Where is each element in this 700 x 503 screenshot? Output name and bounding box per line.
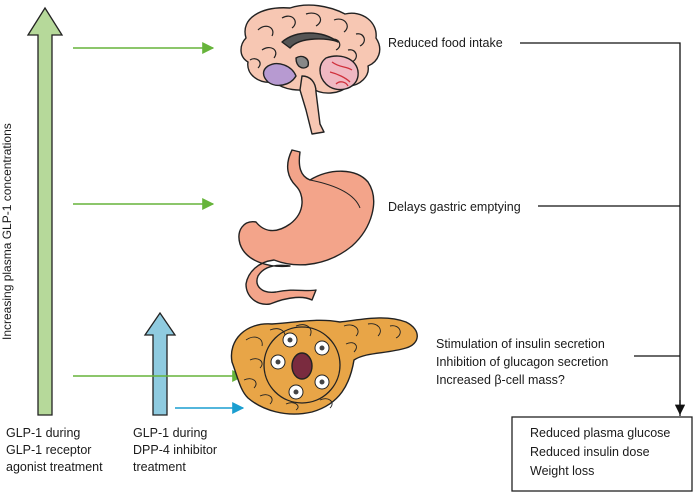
axis-label: Increasing plasma GLP-1 concentrations: [0, 123, 14, 340]
agonist-label-3: agonist treatment: [6, 460, 103, 474]
brain-illustration: [240, 4, 381, 135]
effect-pancreas-3: Increased β-cell mass?: [436, 373, 565, 387]
outcome-2: Reduced insulin dose: [530, 445, 650, 459]
effect-pancreas-1: Stimulation of insulin secretion: [436, 337, 605, 351]
glp1-agonist-arrow: [26, 6, 64, 416]
outcome-1: Reduced plasma glucose: [530, 426, 670, 440]
effect-pancreas-2: Inhibition of glucagon secretion: [436, 355, 608, 369]
dpp4-label-1: GLP-1 during: [133, 426, 207, 440]
agonist-label-2: GLP-1 receptor: [6, 443, 91, 457]
connector-lines: [520, 42, 686, 416]
stomach-illustration: [238, 149, 375, 305]
dpp4-label-3: treatment: [133, 460, 186, 474]
outcome-box: [511, 416, 693, 492]
dpp4-inhibitor-arrow: [143, 311, 177, 416]
pancreas-illustration: [230, 317, 418, 415]
dpp4-label-2: DPP-4 inhibitor: [133, 443, 217, 457]
agonist-label-1: GLP-1 during: [6, 426, 80, 440]
effect-brain: Reduced food intake: [388, 36, 503, 50]
outcome-3: Weight loss: [530, 464, 594, 478]
effect-stomach: Delays gastric emptying: [388, 200, 521, 214]
